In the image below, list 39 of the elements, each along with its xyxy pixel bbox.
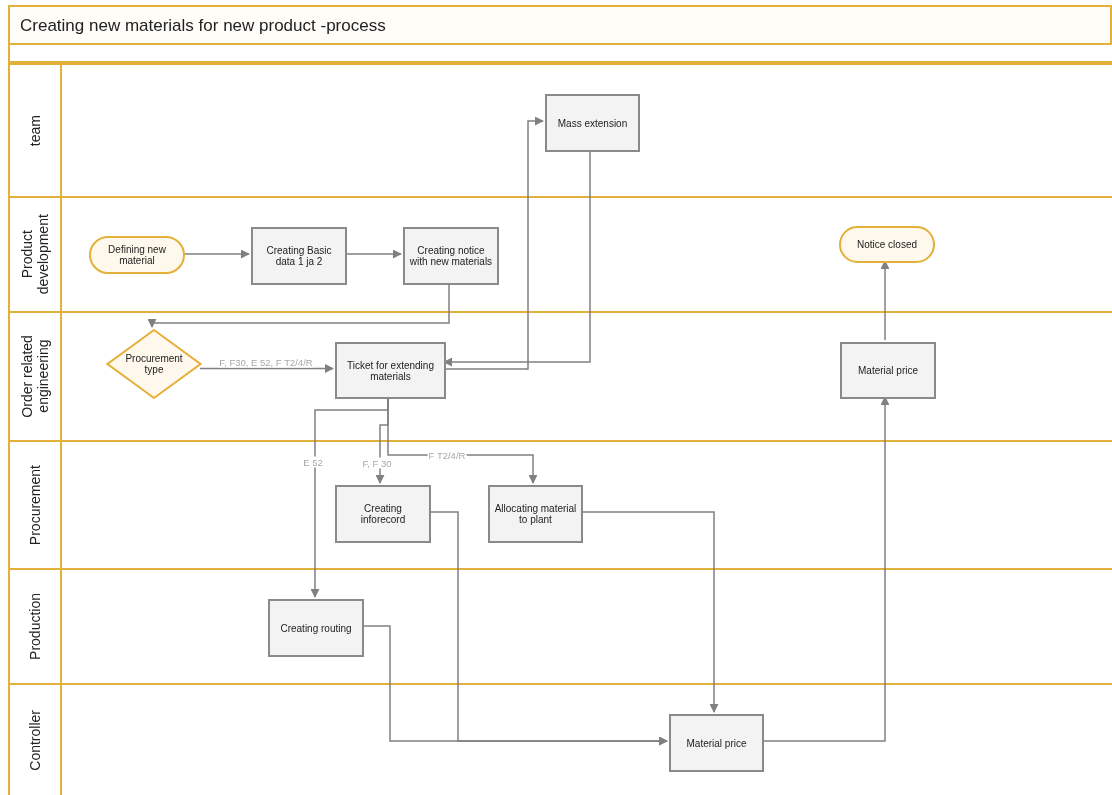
process-box: Ticket for extending materials [335,342,446,399]
swimlane [8,568,1112,683]
arrow [880,260,890,341]
edge-label: E 52 [302,456,324,468]
process-box: Creating inforecord [335,485,431,543]
process-box: Allocating material to plant [488,485,583,543]
swimlane [8,196,1112,311]
swimlane [8,440,1112,568]
arrow [199,364,334,373]
edge-label: F, F30, E 52, F T2/4/R [218,356,314,368]
lane-label: Production [27,593,43,660]
process-box: Material price [669,714,764,772]
arrow [361,625,668,746]
process-box: Mass extension [545,94,640,152]
edge-label: F T2/4/R [427,449,467,461]
edge-label: F, F 30 [361,457,393,469]
arrow [580,511,719,713]
terminator: Notice closed [839,226,935,263]
arrow [147,282,450,328]
lane-label: Procurement [27,464,43,546]
arrow [182,249,250,259]
swimlane [8,311,1112,440]
arrow [443,116,544,370]
arrow [443,149,591,367]
decision-diamond: Procurement type [106,329,202,399]
swimlane [8,63,1112,196]
arrow [761,396,890,742]
process-box: Creating Basic data 1 ja 2 [251,227,347,285]
arrow [344,249,402,259]
lane-label: Product development [19,213,51,297]
diagram-title: Creating new materials for new product -process [8,5,1112,45]
process-box: Creating routing [268,599,364,657]
swimlane [8,683,1112,795]
process-box: Material price [840,342,936,399]
terminator: Defining new material [89,236,185,274]
lane-label: Order related engineering [19,334,51,420]
lane-label: team [27,114,43,147]
lane-label: Controller [27,709,43,771]
process-box: Creating notice with new materials [403,227,499,285]
